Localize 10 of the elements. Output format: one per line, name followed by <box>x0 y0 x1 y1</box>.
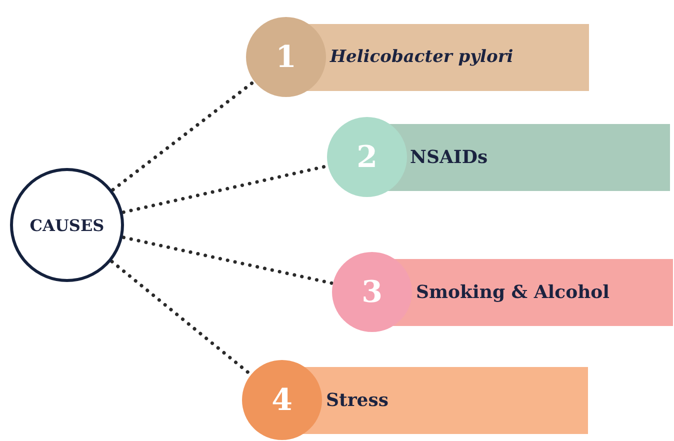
cause-label: Helicobacter pylori <box>330 47 514 67</box>
number-circle: 2 <box>327 117 407 197</box>
dotted-connector <box>122 236 334 285</box>
number-circle: 1 <box>246 17 326 97</box>
number-circle: 3 <box>332 252 412 332</box>
cause-label: Smoking & Alcohol <box>416 282 610 302</box>
cause-label: Stress <box>326 390 389 410</box>
cause-label: NSAIDs <box>410 146 488 168</box>
number-circle: 4 <box>242 360 322 440</box>
hub-label: CAUSES <box>30 216 104 234</box>
